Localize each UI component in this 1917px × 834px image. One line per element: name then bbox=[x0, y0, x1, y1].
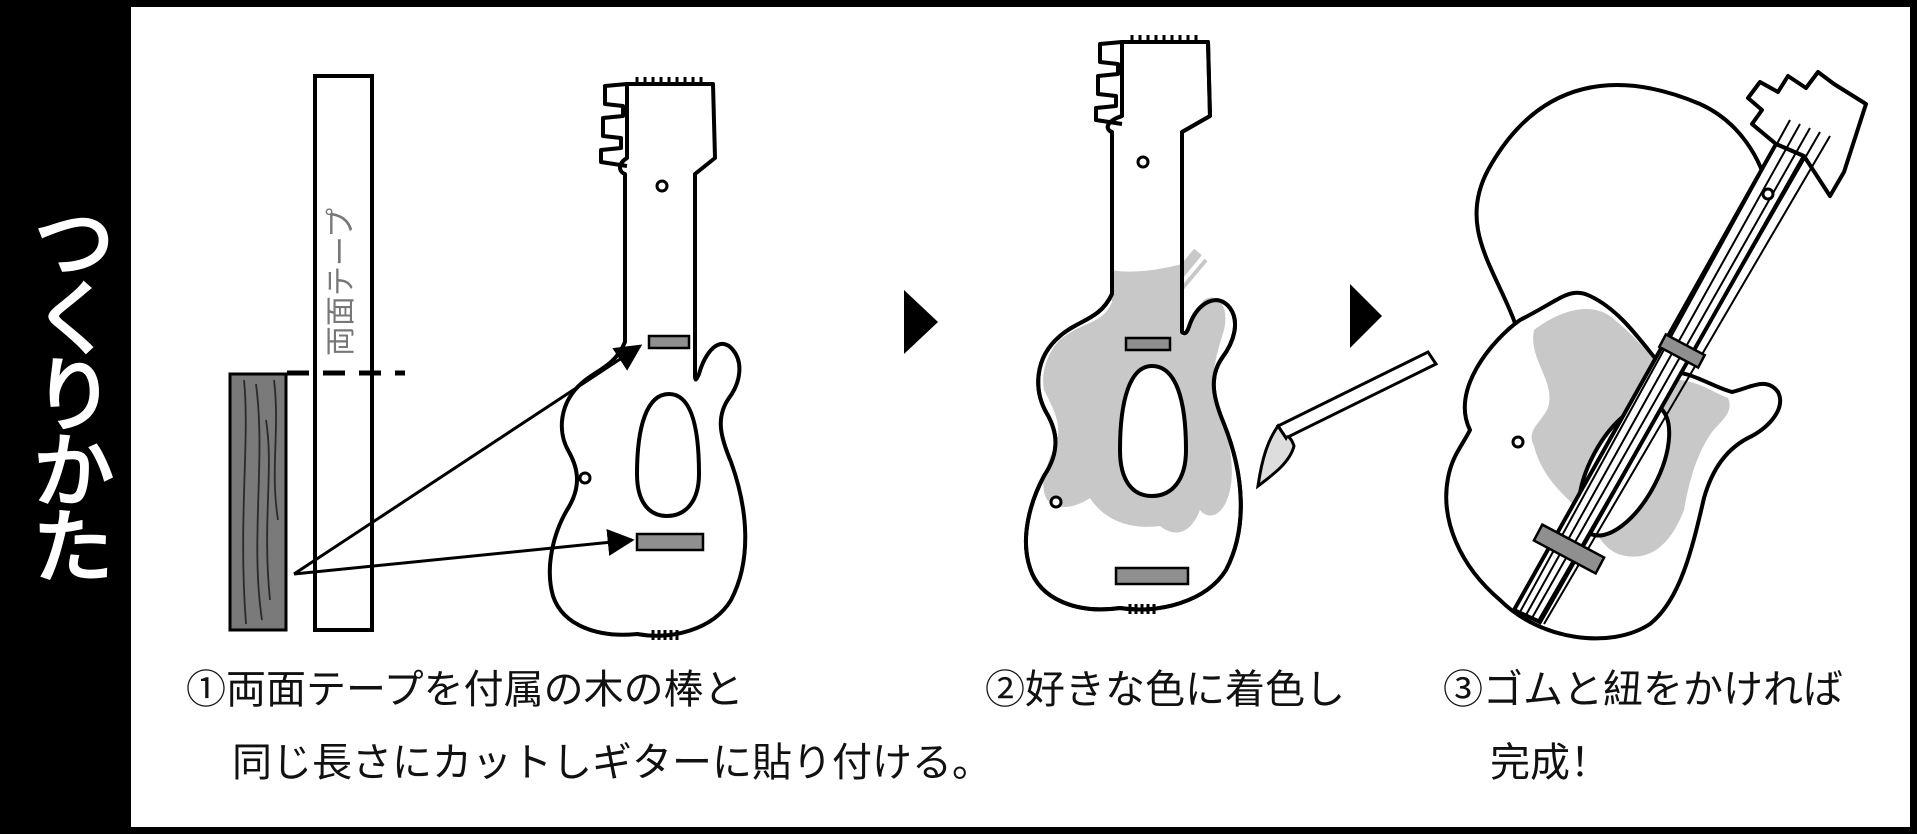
step3-illustration bbox=[1444, 70, 1868, 641]
arrow-to-upper-patch bbox=[293, 344, 643, 576]
sidebar-title: つくりかた bbox=[18, 200, 113, 580]
sidebar: つくりかた bbox=[0, 0, 131, 834]
step3-caption-line2: 完成！ bbox=[1490, 740, 1610, 786]
step3-caption-line1: ③ゴムと紐をかければ bbox=[1443, 667, 1843, 713]
arrow-to-lower-patch bbox=[293, 528, 635, 576]
guitar-plain bbox=[547, 77, 748, 640]
step1-illustration: 両面テープ bbox=[228, 74, 748, 640]
wooden-stick bbox=[228, 372, 288, 632]
strap-cord bbox=[1474, 83, 1770, 441]
step-arrow-1 bbox=[904, 290, 938, 354]
step1-caption-line1: ①両面テープを付属の木の棒と bbox=[186, 667, 744, 713]
tape-label: 両面テープ bbox=[324, 208, 359, 356]
step2-illustration bbox=[1023, 35, 1243, 614]
paintbrush-icon bbox=[1256, 350, 1439, 490]
step2-caption: ②好きな色に着色し bbox=[985, 667, 1345, 713]
step-arrow-2 bbox=[1350, 284, 1382, 348]
step1-caption-line2: 同じ長さにカットしギターに貼り付ける。 bbox=[232, 740, 992, 786]
tape-strip: 両面テープ bbox=[313, 74, 374, 632]
